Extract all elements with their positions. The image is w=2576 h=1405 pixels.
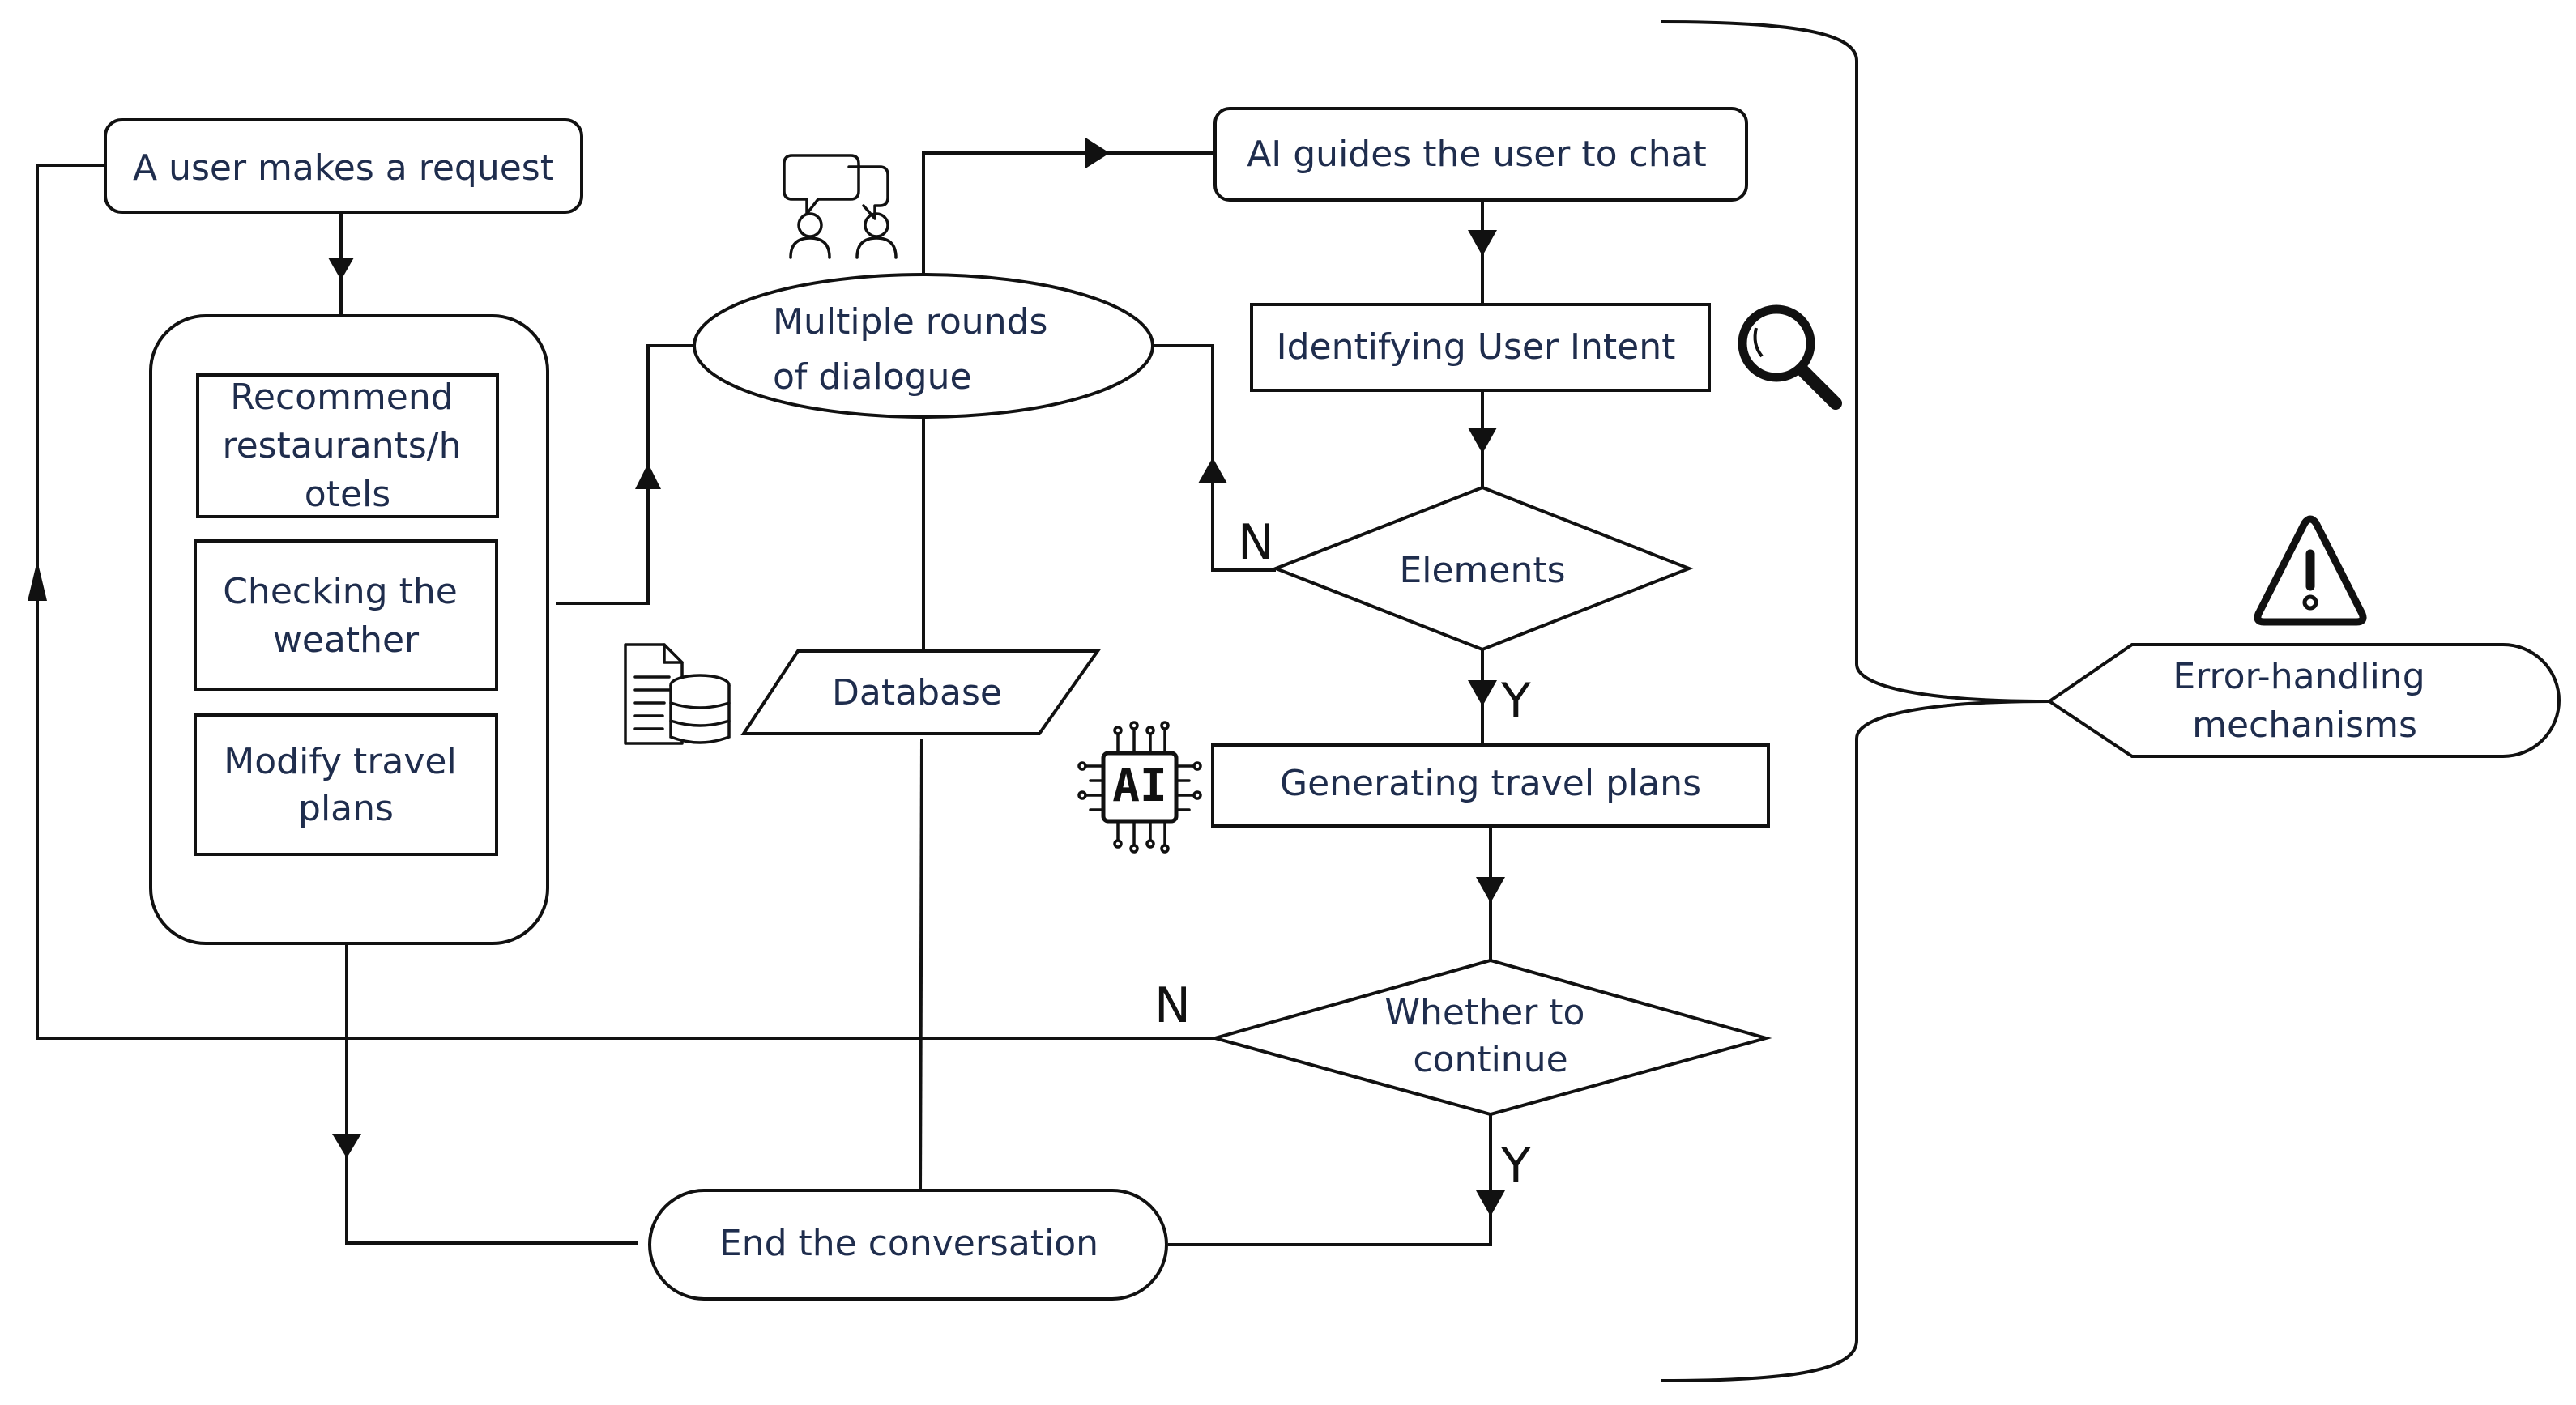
- end-label: End the conversation: [719, 1223, 1098, 1264]
- svg-text:Checking the weather: Checking the weather: [223, 571, 469, 661]
- node-user-request: A user makes a request: [104, 118, 583, 214]
- continue-no-label: N: [1154, 977, 1191, 1034]
- node-dialogue: Multiple rounds of dialogue: [693, 273, 1154, 419]
- arrowhead-tasks-up: [635, 463, 661, 489]
- node-weather: Checking the weather: [194, 539, 498, 691]
- weather-line-1: Checking the: [223, 571, 458, 612]
- node-generating: Generating travel plans: [1211, 743, 1770, 828]
- arrowhead-request-down: [328, 258, 354, 280]
- arrowhead-generating-down: [1468, 680, 1497, 706]
- dialogue-line-1: Multiple rounds: [773, 301, 1047, 343]
- database-to-end-line: [919, 738, 923, 1195]
- svg-text:Modify travel plans: Modify travel plans: [224, 741, 467, 829]
- intent-label: Identifying User Intent: [1277, 326, 1676, 368]
- arrowhead-continue-down: [1476, 877, 1505, 903]
- document-database-icon: [624, 643, 731, 745]
- node-continue: Whether to continue: [1209, 958, 1772, 1117]
- node-ai-guides: AI guides the user to chat: [1213, 107, 1748, 202]
- tasks-to-dialogue-line: [556, 344, 695, 605]
- node-error-handling: Error-handling mechanisms: [2046, 643, 2561, 758]
- connectors: [36, 20, 2050, 1382]
- svg-text:Multiple rounds of dialo: Multiple rounds of dialogue: [773, 301, 1059, 398]
- database-label: Database: [832, 672, 1002, 713]
- arrowhead-elements-no-up: [1198, 458, 1227, 483]
- modify-line-1: Modify travel: [224, 741, 456, 782]
- arrowhead-loop-up: [28, 560, 47, 601]
- continue-to-end-line: [1168, 1114, 1492, 1246]
- dialogue-to-ai-guides-line: [922, 151, 1215, 278]
- elements-yes-label: Y: [1500, 673, 1531, 730]
- arrowhead-ai-guides-right: [1085, 138, 1110, 168]
- ai-guides-label: AI guides the user to chat: [1247, 134, 1707, 175]
- chat-users-icon: [783, 154, 898, 259]
- tasks-to-end-line: [345, 943, 638, 1245]
- ai-chip-text: AI: [1112, 760, 1166, 812]
- svg-text:Recommend restaurants/h: Recommend restaurants/h otels: [222, 377, 472, 515]
- ai-chip-icon: AI: [1077, 721, 1202, 854]
- node-end: End the conversation: [648, 1189, 1168, 1301]
- arrowhead-tasks-end-down: [332, 1134, 361, 1158]
- recommend-line-2: restaurants/h: [222, 425, 461, 466]
- elements-no-label: N: [1238, 514, 1274, 571]
- arrowheads: [28, 138, 1505, 1216]
- continue-line-2: continue: [1413, 1039, 1567, 1080]
- generating-label: Generating travel plans: [1280, 763, 1701, 804]
- warning-icon: [2254, 515, 2367, 626]
- node-intent: Identifying User Intent: [1250, 303, 1711, 392]
- svg-text:Whether to continue: Whether to continue: [1385, 992, 1597, 1080]
- arrowhead-elements-down: [1468, 428, 1497, 453]
- magnifier-icon: [1738, 304, 1842, 410]
- arrowhead-intent-down: [1468, 230, 1497, 256]
- loop-back-line: [36, 164, 1215, 1040]
- weather-line-2: weather: [273, 619, 420, 661]
- continue-line-1: Whether to: [1385, 992, 1585, 1033]
- node-elements: Elements: [1271, 485, 1694, 652]
- user-request-label: A user makes a request: [133, 147, 554, 189]
- recommend-line-1: Recommend: [230, 377, 453, 418]
- modify-line-2: plans: [298, 788, 394, 829]
- svg-text:Error-handling mechanism: Error-handling mechanisms: [2173, 656, 2436, 746]
- node-modify: Modify travel plans: [194, 713, 498, 856]
- error-line-2: mechanisms: [2192, 705, 2417, 746]
- error-brace: [1660, 20, 2050, 1382]
- node-database: Database: [740, 649, 1101, 735]
- error-line-1: Error-handling: [2173, 656, 2425, 697]
- arrowhead-end-down: [1476, 1190, 1505, 1216]
- continue-yes-label: Y: [1500, 1138, 1531, 1194]
- elements-label: Elements: [1399, 550, 1565, 591]
- dialogue-line-2: of dialogue: [773, 356, 972, 398]
- recommend-line-3: otels: [305, 474, 390, 515]
- node-recommend: Recommend restaurants/h otels: [196, 373, 499, 518]
